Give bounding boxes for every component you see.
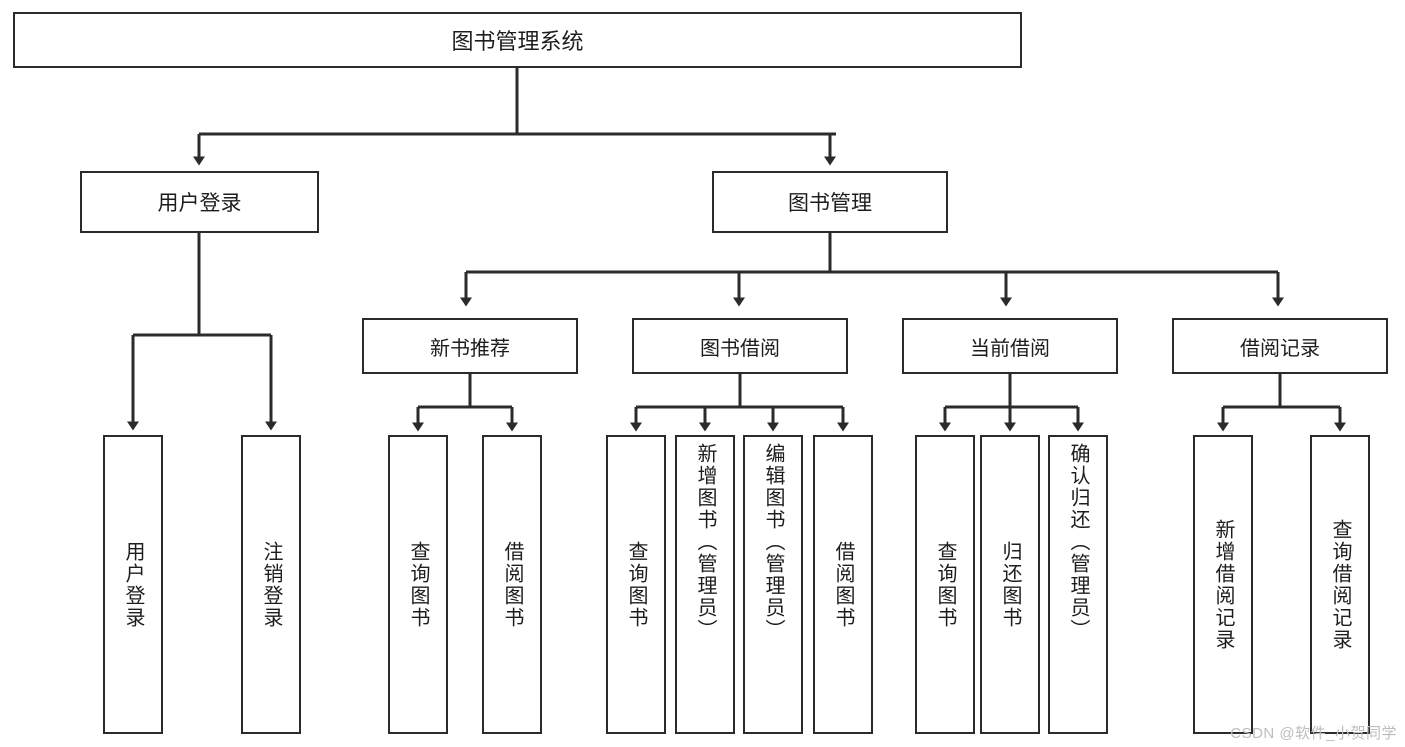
leaf-label: 查询图书 bbox=[625, 540, 647, 629]
node-book-management[interactable]: 图书管理 bbox=[712, 171, 948, 233]
leaf-label: 查询图书 bbox=[934, 540, 956, 629]
leaf-query-borrow-record[interactable]: 查询借阅记录 bbox=[1310, 435, 1370, 734]
node-label: 用户登录 bbox=[157, 192, 242, 215]
leaf-borrow-book-recommend[interactable]: 借阅图书 bbox=[482, 435, 542, 734]
leaf-label: 查询图书 bbox=[407, 540, 429, 629]
leaf-logout-login[interactable]: 注销登录 bbox=[241, 435, 301, 734]
leaf-label: 查询借阅记录 bbox=[1329, 518, 1351, 651]
leaf-label: 编辑图书（管理员） bbox=[762, 443, 784, 641]
leaf-add-borrow-record[interactable]: 新增借阅记录 bbox=[1193, 435, 1253, 734]
leaf-label: 新增图书（管理员） bbox=[694, 443, 716, 641]
leaf-confirm-return-admin[interactable]: 确认归还（管理员） bbox=[1048, 435, 1108, 734]
leaf-label: 借阅图书 bbox=[501, 540, 523, 629]
node-book-management-system[interactable]: 图书管理系统 bbox=[13, 12, 1022, 68]
leaf-borrow-book[interactable]: 借阅图书 bbox=[813, 435, 873, 734]
leaf-query-book-current[interactable]: 查询图书 bbox=[915, 435, 975, 734]
node-label: 图书管理系统 bbox=[451, 29, 584, 54]
leaf-query-book-borrow[interactable]: 查询图书 bbox=[606, 435, 666, 734]
leaf-label: 确认归还（管理员） bbox=[1067, 443, 1089, 641]
csdn-watermark: CSDN @软件_小贺同学 bbox=[1230, 725, 1397, 742]
node-user-login[interactable]: 用户登录 bbox=[80, 171, 319, 233]
leaf-label: 归还图书 bbox=[999, 540, 1021, 629]
leaf-add-book-admin[interactable]: 新增图书（管理员） bbox=[675, 435, 735, 734]
node-current-borrow[interactable]: 当前借阅 bbox=[902, 318, 1118, 374]
leaf-label: 借阅图书 bbox=[832, 540, 854, 629]
leaf-label: 用户登录 bbox=[122, 540, 144, 629]
node-label: 图书管理 bbox=[788, 192, 872, 215]
node-borrow-record[interactable]: 借阅记录 bbox=[1172, 318, 1388, 374]
node-label: 当前借阅 bbox=[970, 337, 1050, 360]
node-label: 图书借阅 bbox=[700, 337, 780, 360]
leaf-edit-book-admin[interactable]: 编辑图书（管理员） bbox=[743, 435, 803, 734]
leaf-label: 注销登录 bbox=[260, 540, 282, 629]
leaf-return-book[interactable]: 归还图书 bbox=[980, 435, 1040, 734]
leaf-query-book-recommend[interactable]: 查询图书 bbox=[388, 435, 448, 734]
leaf-label: 新增借阅记录 bbox=[1212, 518, 1234, 651]
node-book-borrow[interactable]: 图书借阅 bbox=[632, 318, 848, 374]
node-label: 新书推荐 bbox=[430, 337, 510, 360]
leaf-user-login[interactable]: 用户登录 bbox=[103, 435, 163, 734]
node-new-book-recommend[interactable]: 新书推荐 bbox=[362, 318, 578, 374]
node-label: 借阅记录 bbox=[1240, 337, 1320, 360]
